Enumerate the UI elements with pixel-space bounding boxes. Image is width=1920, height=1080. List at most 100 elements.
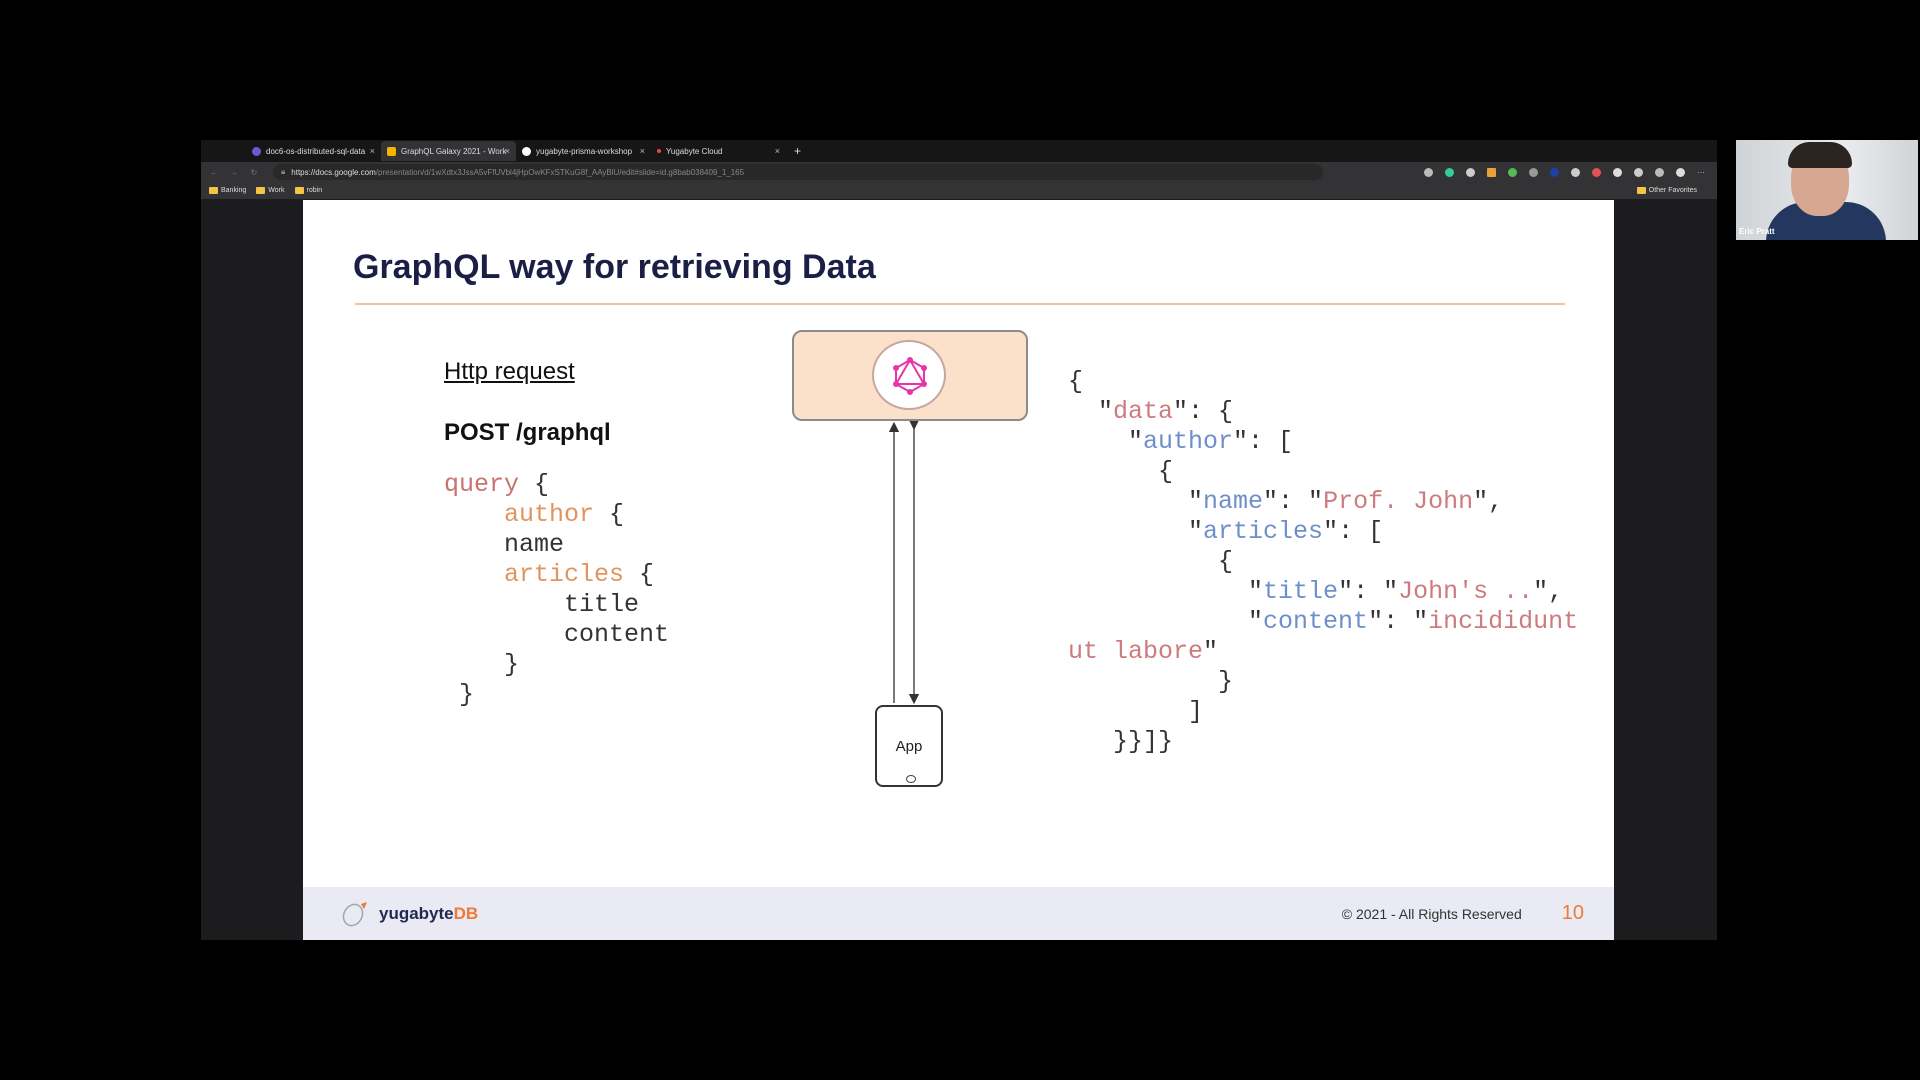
address-toolbar: ← → ↻ 🔒︎https://docs.google.com/presenta…: [201, 162, 1717, 182]
code-token: }}]}: [1068, 727, 1174, 756]
slide-title: GraphQL way for retrieving Data: [353, 248, 876, 286]
code-token: content: [1263, 607, 1369, 636]
code-token: ]: [1068, 697, 1204, 726]
code-token: ",: [1533, 577, 1564, 606]
extension-icon[interactable]: [1466, 167, 1475, 177]
bookmark-folder[interactable]: robin: [294, 187, 323, 194]
tab-bar: doc6-os-distributed-sql-data× GraphQL Ga…: [201, 140, 1717, 162]
code-line: title: [444, 590, 639, 619]
bookmark-label: Banking: [221, 187, 247, 194]
bookmark-folder[interactable]: Banking: [209, 187, 246, 194]
code-token: ": ": [1338, 577, 1399, 606]
code-token: incididunt: [1428, 607, 1579, 636]
code-token: content: [444, 620, 670, 649]
code-token: title: [444, 590, 640, 619]
bookmark-folder[interactable]: Work: [256, 187, 285, 194]
code-token: {: [1068, 457, 1174, 486]
other-favorites[interactable]: Other Favorites: [1636, 187, 1697, 194]
code-token: {: [519, 470, 550, 499]
code-line: {: [1068, 457, 1173, 486]
tab[interactable]: Yugabyte Cloud×: [651, 141, 786, 161]
code-token: title: [1263, 577, 1339, 606]
address-bar[interactable]: 🔒︎https://docs.google.com/presentation/d…: [273, 164, 1323, 180]
code-token: John's ..: [1398, 577, 1534, 606]
http-method-endpoint: POST /graphql: [444, 419, 611, 446]
new-tab-button[interactable]: +: [794, 144, 802, 158]
bookmark-label: robin: [306, 187, 323, 194]
github-icon: [522, 146, 531, 156]
extension-icons: ···: [1424, 167, 1705, 177]
slide-footer: yugabyteDB © 2021 - All Rights Reserved …: [303, 887, 1614, 940]
extension-icon[interactable]: [1529, 167, 1538, 177]
graphql-logo-icon: [893, 357, 927, 395]
code-line: {: [1068, 367, 1083, 396]
tab-label: doc6-os-distributed-sql-data: [266, 146, 366, 156]
close-tab-icon[interactable]: ×: [504, 146, 510, 156]
close-tab-icon[interactable]: ×: [369, 146, 375, 156]
folder-icon: [294, 187, 304, 194]
app-device: App: [875, 705, 943, 787]
reload-icon[interactable]: ↻: [250, 167, 258, 177]
tab-favicon-icon: [252, 146, 261, 156]
code-token: {: [594, 500, 625, 529]
code-token: name: [444, 530, 565, 559]
code-token: articles: [1203, 517, 1324, 546]
tab[interactable]: doc6-os-distributed-sql-data×: [246, 141, 381, 161]
code-token: articles: [444, 560, 625, 589]
back-icon[interactable]: ←: [210, 167, 218, 177]
logo-db-text: DB: [453, 903, 479, 923]
code-line: }: [444, 650, 519, 679]
collections-icon[interactable]: [1655, 167, 1664, 177]
code-line: "author": [: [1068, 427, 1293, 456]
code-token: author: [1143, 427, 1234, 456]
extension-icon[interactable]: [1424, 167, 1433, 177]
code-line: }: [1068, 667, 1233, 696]
code-token: }: [444, 680, 475, 709]
code-token: ",: [1473, 487, 1504, 516]
code-token: ": [1068, 397, 1114, 426]
graphql-query-code: query { author { name articles { title c…: [444, 470, 669, 710]
code-token: ut labore: [1068, 637, 1204, 666]
extension-icon[interactable]: [1487, 167, 1496, 177]
graphql-server-box: [792, 330, 1028, 421]
code-token: {: [1068, 547, 1234, 576]
tab-active[interactable]: GraphQL Galaxy 2021 - Work×: [381, 141, 516, 161]
code-line: }}]}: [1068, 727, 1173, 756]
more-menu-icon[interactable]: ···: [1697, 167, 1705, 177]
code-line: "articles": [: [1068, 517, 1383, 546]
close-tab-icon[interactable]: ×: [774, 146, 780, 156]
extension-icon[interactable]: [1508, 167, 1517, 177]
code-line: "title": "John's ..",: [1068, 577, 1563, 606]
code-token: ": ": [1263, 487, 1324, 516]
tab[interactable]: yugabyte-prisma-workshop×: [516, 141, 651, 161]
title-divider: [355, 303, 1565, 305]
code-token: }: [444, 650, 520, 679]
forward-icon[interactable]: →: [230, 167, 238, 177]
code-line: "data": {: [1068, 397, 1233, 426]
yugabyte-icon: [657, 149, 661, 153]
code-token: {: [624, 560, 655, 589]
code-line: content: [444, 620, 669, 649]
code-line: "name": "Prof. John",: [1068, 487, 1503, 516]
extension-icon[interactable]: [1571, 167, 1580, 177]
home-button-icon: [906, 775, 916, 783]
extension-icon[interactable]: [1550, 167, 1559, 177]
http-request-label: Http request: [444, 358, 575, 385]
lock-icon: 🔒︎: [281, 167, 286, 176]
slides-icon: [387, 146, 396, 156]
profile-avatar-icon[interactable]: [1676, 167, 1685, 177]
request-response-arrows: [888, 421, 920, 705]
close-tab-icon[interactable]: ×: [639, 146, 645, 156]
folder-icon: [209, 187, 218, 194]
code-line: ut labore": [1068, 637, 1218, 666]
favorites-star-icon[interactable]: [1634, 167, 1643, 177]
copyright: © 2021 - All Rights Reserved: [1341, 905, 1522, 922]
extension-icon[interactable]: [1445, 167, 1454, 177]
presenter-name: Eric Pratt: [1739, 227, 1775, 236]
extension-icon[interactable]: [1592, 167, 1601, 177]
bookmark-label: Work: [268, 187, 285, 194]
presenter-hair: [1788, 142, 1852, 168]
extension-icon[interactable]: [1613, 167, 1622, 177]
yugabytedb-logo: yugabyteDB: [339, 900, 478, 928]
code-line: author {: [444, 500, 624, 529]
